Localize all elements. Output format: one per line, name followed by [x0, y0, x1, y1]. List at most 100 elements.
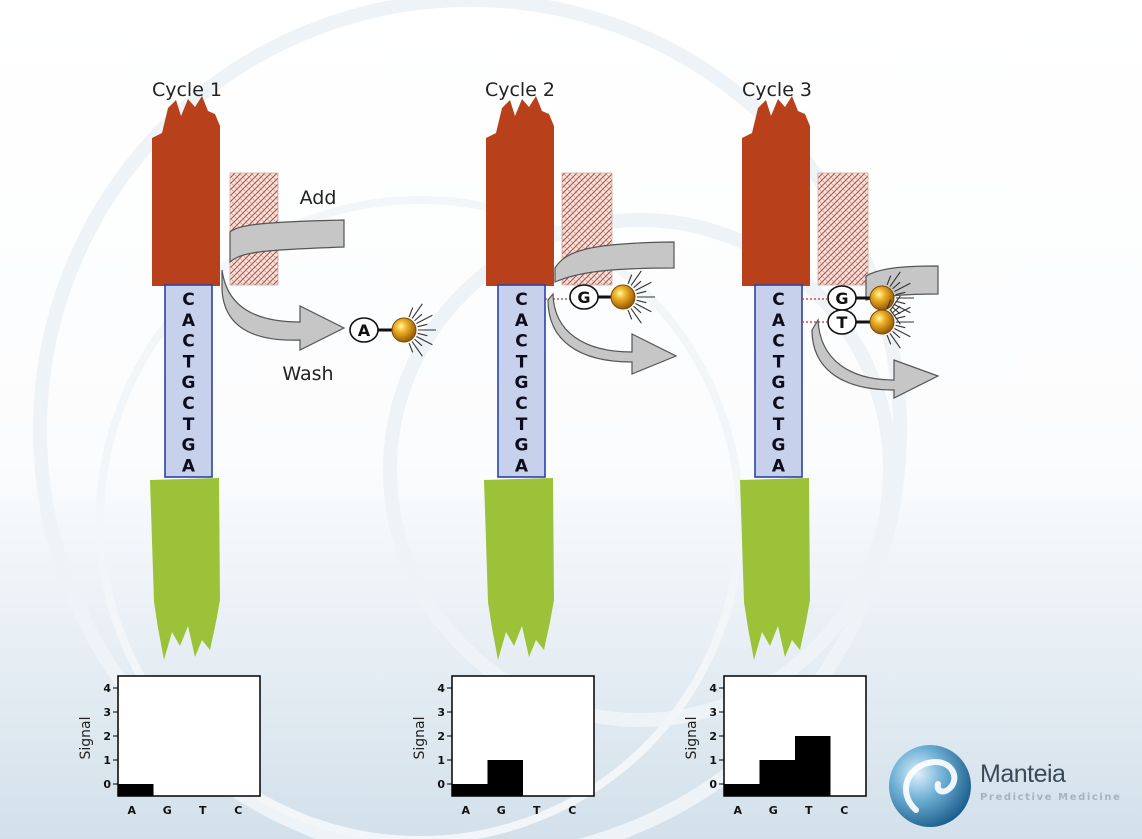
y-axis-label: Signal: [78, 716, 94, 759]
y-tick-label: 1: [709, 754, 717, 767]
signal-bar-g: [487, 760, 523, 796]
manteia-logo: Manteia Predictive Medicine: [886, 742, 1142, 832]
signal-bar-g: [759, 760, 795, 796]
y-tick-label: 2: [103, 730, 111, 743]
template-base: A: [182, 311, 196, 331]
template-base: C: [515, 394, 527, 414]
background-swirls: [33, 0, 907, 839]
y-tick-label: 4: [103, 682, 111, 695]
template-strand: [164, 284, 213, 478]
template-base: C: [182, 332, 194, 352]
template-base: T: [183, 415, 195, 435]
x-tick-label: A: [461, 804, 470, 817]
template-base: T: [773, 415, 785, 435]
logo-mark-icon: [889, 745, 971, 827]
add-label: Add: [300, 187, 337, 209]
template-base: G: [182, 436, 196, 456]
wash-arrow: [221, 269, 346, 351]
nucleotide-label: T: [837, 313, 848, 332]
template-strand: [497, 284, 546, 478]
y-tick-label: 1: [103, 754, 111, 767]
x-tick-label: C: [234, 804, 242, 817]
x-tick-label: A: [733, 804, 742, 817]
x-tick-label: G: [163, 804, 172, 817]
template-base: T: [183, 352, 195, 372]
template-base: A: [182, 456, 196, 476]
glow-rays: [408, 303, 436, 357]
x-tick-label: T: [805, 804, 813, 817]
template-base: C: [772, 332, 784, 352]
template-base: T: [516, 415, 528, 435]
template-base: A: [515, 311, 529, 331]
bead-strand: [740, 478, 810, 660]
y-axis-label: Signal: [412, 716, 428, 759]
template-base: T: [516, 352, 528, 372]
logo-name: Manteia: [980, 760, 1066, 788]
nucleotide-label: A: [358, 321, 371, 340]
signal-bar-t: [795, 736, 831, 796]
template-base: C: [182, 290, 194, 310]
y-tick-label: 0: [709, 778, 717, 791]
add-arrow: [229, 219, 345, 264]
template-base: G: [515, 373, 529, 393]
signal-bar-a: [118, 784, 154, 796]
y-tick-label: 3: [103, 706, 111, 719]
primer-strand: [152, 96, 220, 286]
wash-arrow: [811, 318, 940, 399]
template-base: C: [515, 290, 527, 310]
fluorescent-tag-icon: [869, 285, 895, 311]
template-base: A: [772, 456, 786, 476]
signal-bar-a: [724, 784, 760, 796]
y-tick-label: 0: [437, 778, 445, 791]
x-tick-label: G: [497, 804, 506, 817]
polymerase-block: [817, 172, 869, 286]
y-tick-label: 2: [437, 730, 445, 743]
template-base: T: [773, 352, 785, 372]
nucleotide-circle: [349, 317, 379, 343]
nucleotide-label: G: [577, 288, 590, 307]
y-tick-label: 2: [709, 730, 717, 743]
wash-label: Wash: [282, 363, 333, 385]
bead-strand: [150, 478, 220, 660]
template-base: G: [772, 436, 786, 456]
y-tick-label: 3: [709, 706, 717, 719]
x-tick-label: C: [568, 804, 576, 817]
fluorescent-tag-icon: [869, 309, 895, 335]
chart-frame: [117, 675, 261, 797]
template-base: A: [772, 311, 786, 331]
cycle-title: Cycle 2: [485, 79, 555, 101]
add-arrow: [554, 241, 675, 283]
y-axis-label: Signal: [684, 716, 700, 759]
template-base: G: [772, 373, 786, 393]
primer-strand: [742, 96, 810, 286]
nucleotide-label: G: [835, 289, 848, 308]
glow-rays: [886, 295, 914, 349]
y-tick-label: 1: [437, 754, 445, 767]
nucleotide-circle: [569, 284, 599, 310]
x-tick-label: T: [533, 804, 541, 817]
template-strand: [754, 284, 803, 478]
x-tick-label: T: [199, 804, 207, 817]
nucleotide-circle: [827, 309, 857, 335]
glow-rays: [627, 270, 655, 324]
primer-strand: [486, 96, 554, 286]
template-base: C: [182, 394, 194, 414]
x-tick-label: G: [769, 804, 778, 817]
wash-arrow: [547, 292, 678, 375]
template-base: C: [772, 290, 784, 310]
x-tick-label: A: [127, 804, 136, 817]
x-tick-label: C: [840, 804, 848, 817]
template-base: C: [515, 332, 527, 352]
template-base: A: [515, 456, 529, 476]
fluorescent-tag-icon: [610, 284, 636, 310]
y-tick-label: 0: [103, 778, 111, 791]
y-tick-label: 4: [709, 682, 717, 695]
template-base: C: [772, 394, 784, 414]
cycle-title: Cycle 1: [152, 79, 222, 101]
